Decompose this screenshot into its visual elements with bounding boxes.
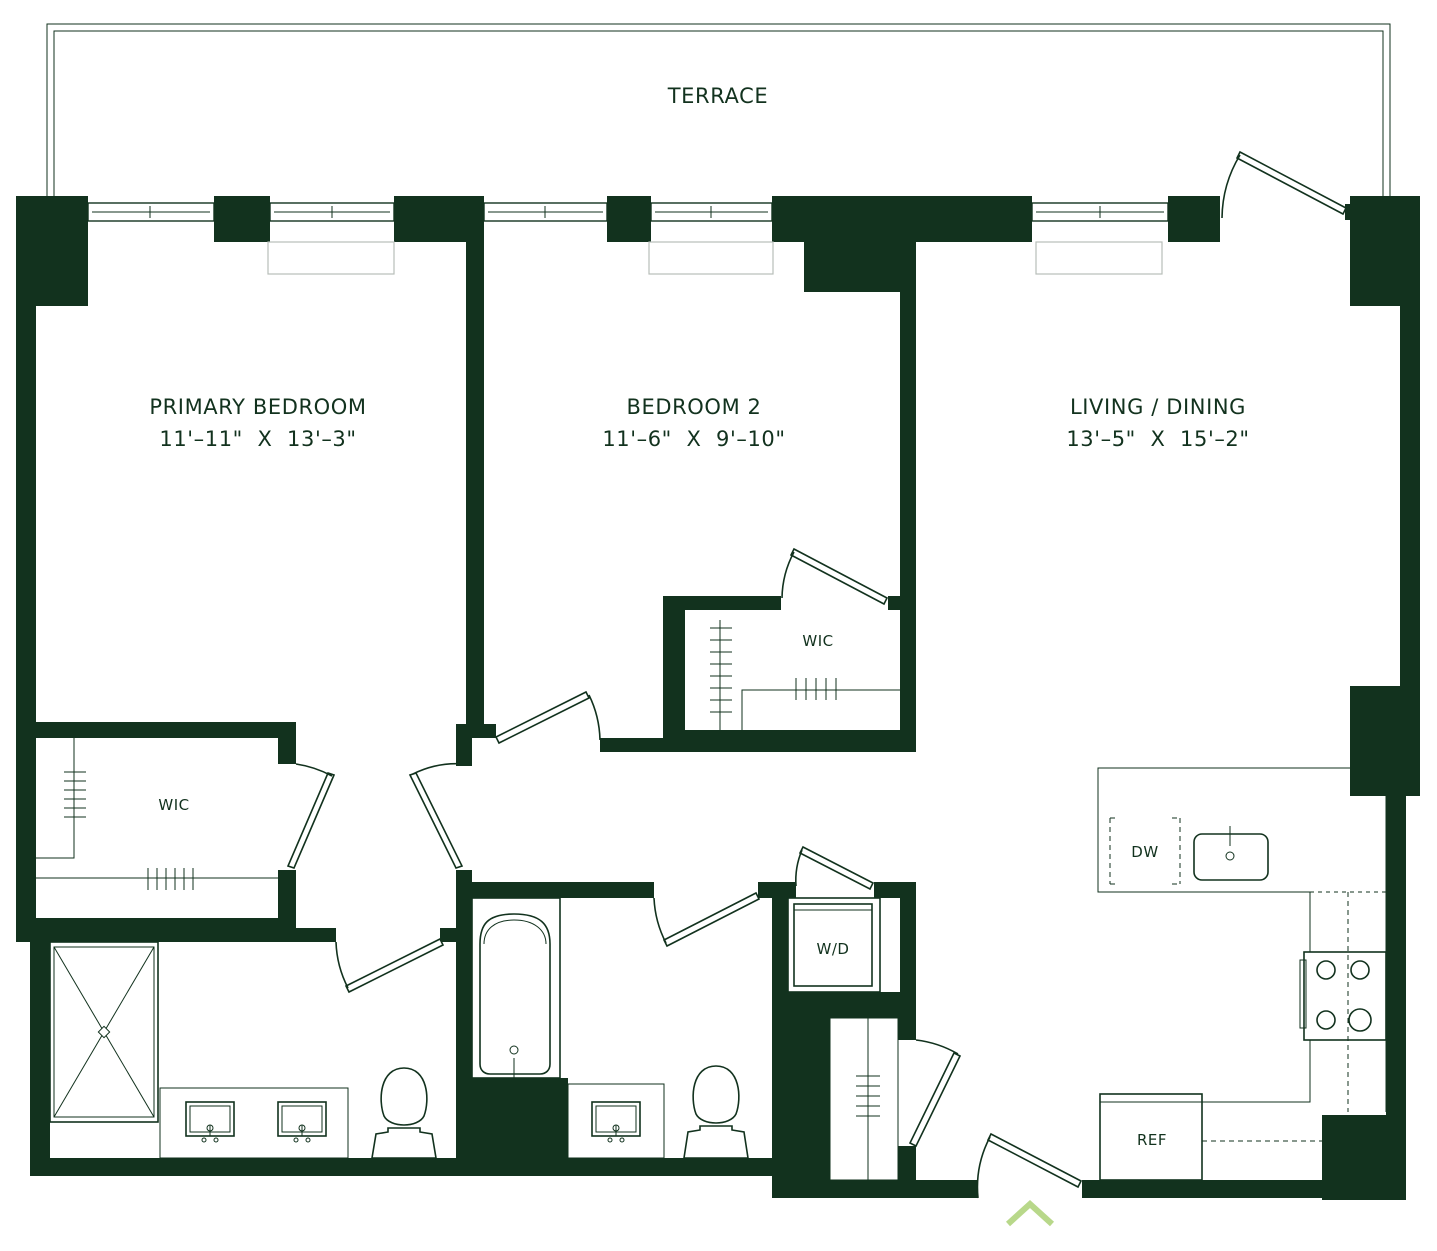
terrace-label: TERRACE bbox=[667, 84, 769, 108]
dishwasher: DW bbox=[1109, 817, 1181, 885]
terrace-door bbox=[1221, 150, 1351, 220]
washer-dryer: W/D bbox=[787, 897, 881, 993]
windows bbox=[87, 202, 1169, 275]
wic-primary: WIC bbox=[36, 738, 278, 890]
wic-bedroom2-door bbox=[781, 547, 889, 606]
kitchen: DW REF bbox=[1097, 767, 1387, 1181]
wic-bedroom2: WIC bbox=[710, 620, 900, 730]
toilet-icon bbox=[683, 1065, 749, 1159]
entry-door bbox=[976, 1132, 1083, 1199]
primary-bedroom-door bbox=[408, 762, 465, 869]
wd-closet-door bbox=[795, 845, 875, 891]
dishwasher-label: DW bbox=[1131, 843, 1158, 861]
closet-rod-vertical bbox=[710, 627, 732, 713]
doors bbox=[286, 150, 1351, 1199]
window-primary-1 bbox=[87, 202, 215, 222]
sink-icon bbox=[277, 1101, 327, 1143]
sink-icon bbox=[591, 1101, 641, 1143]
refrigerator: REF bbox=[1099, 1093, 1322, 1181]
shower bbox=[49, 941, 159, 1123]
window-primary-2 bbox=[267, 202, 395, 275]
window-living bbox=[1031, 202, 1169, 275]
sink-icon bbox=[1193, 826, 1269, 881]
wic-primary-door bbox=[286, 763, 336, 869]
terrace: TERRACE bbox=[46, 23, 1391, 196]
bedroom2-dimensions: 11'–6" X 9'–10" bbox=[602, 427, 785, 451]
wic-bedroom2-label: WIC bbox=[802, 632, 833, 650]
living-dining-dimensions: 13'–5" X 15'–2" bbox=[1066, 427, 1249, 451]
linen-closet bbox=[829, 1017, 899, 1181]
washer-dryer-label: W/D bbox=[817, 940, 850, 958]
window-bedroom2-1 bbox=[483, 202, 608, 222]
wic-primary-label: WIC bbox=[158, 796, 189, 814]
bedroom2-door bbox=[494, 690, 601, 745]
primary-bath-door bbox=[335, 937, 445, 994]
living-dining-name: LIVING / DINING bbox=[1070, 395, 1246, 419]
toilet-icon bbox=[371, 1067, 437, 1159]
closet-rod-vertical bbox=[64, 771, 86, 818]
sink-icon bbox=[185, 1101, 235, 1143]
range-icon bbox=[1299, 891, 1387, 1112]
closet-rod-horizontal bbox=[795, 678, 837, 700]
second-bath bbox=[471, 897, 749, 1159]
closet-rod-horizontal bbox=[147, 868, 194, 890]
second-bath-door bbox=[653, 891, 761, 948]
primary-bedroom-name: PRIMARY BEDROOM bbox=[149, 395, 366, 419]
refrigerator-label: REF bbox=[1137, 1131, 1167, 1149]
primary-bath bbox=[49, 941, 437, 1159]
room-labels: PRIMARY BEDROOM 11'–11" X 13'–3" BEDROOM… bbox=[149, 395, 1249, 451]
vanity-counter bbox=[567, 1083, 665, 1159]
window-bedroom2-2 bbox=[648, 202, 774, 275]
linen-closet-door bbox=[908, 1039, 962, 1148]
primary-bedroom-dimensions: 11'–11" X 13'–3" bbox=[159, 427, 356, 451]
walls bbox=[16, 196, 1420, 1200]
bedroom2-name: BEDROOM 2 bbox=[626, 395, 761, 419]
entry-chevron-icon bbox=[1005, 1199, 1055, 1227]
vanity-counter bbox=[159, 1087, 349, 1159]
bathtub-icon bbox=[471, 897, 561, 1079]
